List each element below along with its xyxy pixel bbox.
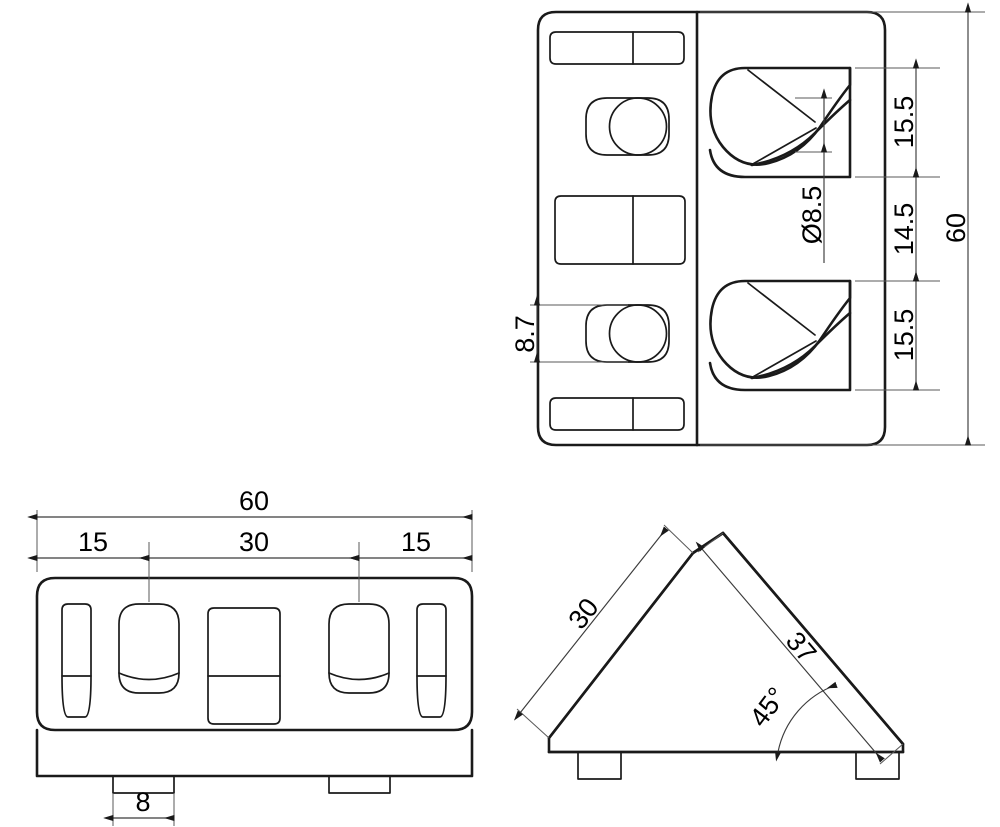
ext-37-start	[697, 532, 724, 553]
top-view-lower-boss-body	[585, 304, 670, 363]
front-view-skirt	[35, 728, 474, 778]
top-view-outline	[536, 10, 887, 447]
top-view-upper-slot	[549, 31, 685, 65]
dim-label-60-horizontal: 60	[239, 486, 269, 516]
dim-label-30-leg: 30	[562, 593, 604, 635]
top-view-upper-hole-lower-flank	[750, 98, 852, 167]
top-view-dimensions: 15.5 14.5 15.5 60 Ø8.5 8.7	[510, 2, 985, 446]
front-view-plate-outline	[35, 576, 474, 732]
dim-label-60-vertical: 60	[941, 213, 971, 243]
front-view-right-foot	[328, 775, 391, 794]
dim-label-14-5: 14.5	[889, 203, 919, 256]
dim-label-30-center: 30	[239, 527, 269, 557]
top-view-upper-hole-chamfer-line-b	[750, 127, 817, 166]
dim-label-37-leg: 37	[780, 626, 822, 668]
dim-label-15-right: 15	[401, 527, 431, 557]
front-view-geometry	[35, 576, 474, 794]
dim-label-8-7: 8.7	[510, 315, 540, 353]
side-view-left-face	[547, 551, 695, 740]
top-view-geometry	[536, 10, 887, 447]
top-view-upper-hole-profile	[709, 66, 852, 166]
top-view-upper-hole-chamfer-line-a	[747, 69, 816, 123]
side-view-geometry	[547, 531, 905, 780]
top-view-upper-boss-body	[585, 97, 670, 156]
top-view-upper-boss-circle	[608, 97, 668, 156]
front-view-dimensions: 60 15 30 15 8	[27, 486, 473, 826]
top-view-lower-hole-chamfer-line-a	[747, 282, 816, 336]
top-view-center-pocket	[554, 195, 686, 265]
front-view-center-pocket	[207, 607, 281, 725]
dim-label-15-left: 15	[78, 527, 108, 557]
ext-30-end	[663, 524, 694, 554]
ext-30-start	[516, 708, 550, 739]
top-view-upper-hole-boundary	[708, 66, 852, 179]
front-view-left-foot	[112, 775, 175, 794]
side-view-outline	[547, 531, 905, 754]
dim-label-45-angle: 45°	[744, 682, 793, 733]
top-view-lower-hole-boundary	[708, 279, 852, 392]
top-view-lower-slot	[549, 397, 685, 431]
top-view-lower-hole-lower-flank	[750, 311, 852, 380]
dimline-45-angle-arc	[774, 681, 838, 762]
dim-label-diameter-8-5: Ø8.5	[797, 186, 827, 245]
front-view-left-bore-ellipse	[118, 672, 180, 681]
top-view-lower-hole-chamfer-line-b	[750, 340, 817, 379]
top-view-lower-boss-circle	[608, 304, 668, 363]
front-view-right-slot	[416, 603, 447, 718]
dimline-37-leg	[695, 541, 885, 763]
front-view-left-slot	[61, 603, 92, 718]
front-view-right-bore-outline	[328, 603, 390, 694]
side-view-left-foot	[577, 751, 622, 780]
side-view-right-foot	[855, 751, 900, 780]
top-view-lower-hole-profile	[709, 279, 852, 379]
front-view-right-bore-ellipse	[328, 672, 390, 681]
dimline-30-leg	[513, 526, 669, 721]
dim-label-8-foot: 8	[135, 787, 150, 817]
dim-label-15-5-top: 15.5	[889, 96, 919, 149]
dim-label-15-5-bottom: 15.5	[889, 309, 919, 362]
side-view-dimensions: 30 37 45°	[513, 524, 904, 765]
front-view-left-bore-outline	[118, 603, 180, 694]
